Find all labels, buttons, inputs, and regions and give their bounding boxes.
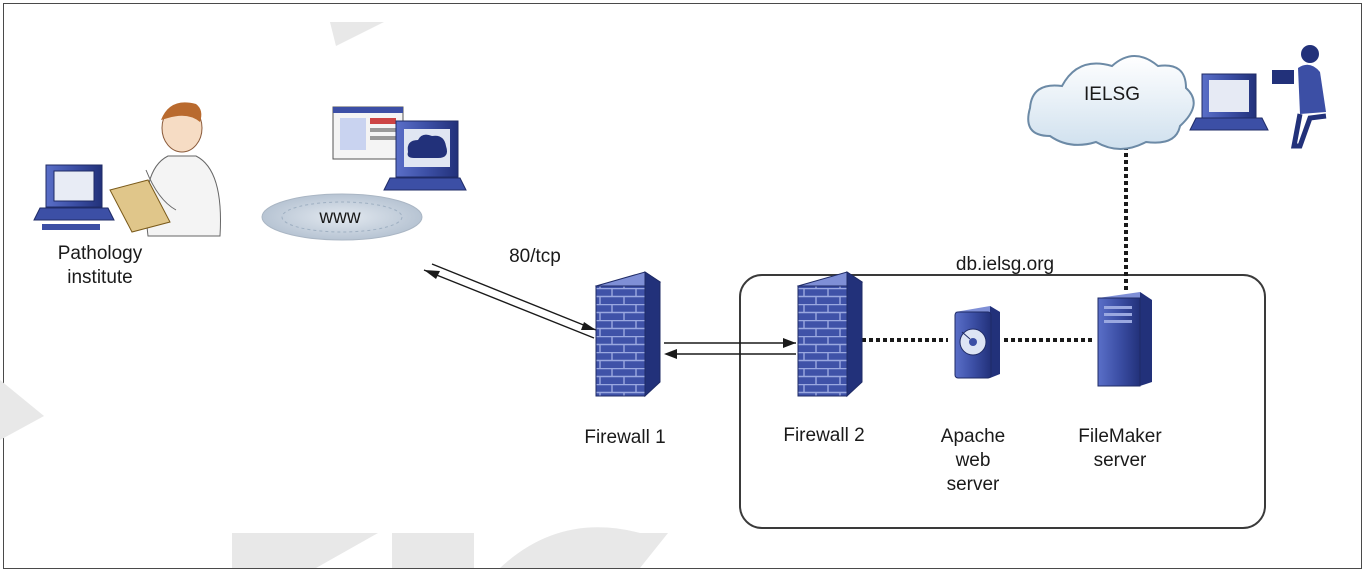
connections — [423, 146, 1128, 359]
port-label: 80/tcp — [509, 246, 561, 267]
diagram-frame — [3, 3, 1362, 569]
web-monitor-icon — [383, 120, 467, 191]
computer-user-icon — [1189, 45, 1327, 149]
globe-icon — [261, 193, 423, 241]
cloud-icon — [1027, 55, 1195, 150]
web-browser-icon — [332, 106, 404, 160]
firewall-2-label: Firewall 2 — [783, 425, 865, 446]
doctor-icon — [109, 102, 221, 237]
www-label: www — [319, 207, 361, 228]
filemaker-server-label: FileMaker server — [1078, 426, 1162, 471]
cloud-label: IELSG — [1084, 84, 1140, 105]
zone-label: db.ielsg.org — [955, 254, 1055, 275]
firewall-1-label: Firewall 1 — [584, 427, 666, 448]
apache-web-server-label: Apache web server — [940, 426, 1006, 495]
workstation-icon — [33, 164, 115, 230]
watermark — [0, 22, 668, 568]
tower-server-icon — [1097, 292, 1152, 387]
server-icon — [954, 306, 1000, 379]
firewall-icon — [796, 271, 864, 398]
pathology-institute-label: Pathology institute — [57, 243, 143, 288]
firewall-icon — [594, 271, 662, 398]
zone-box-db-ielsg — [739, 274, 1266, 529]
